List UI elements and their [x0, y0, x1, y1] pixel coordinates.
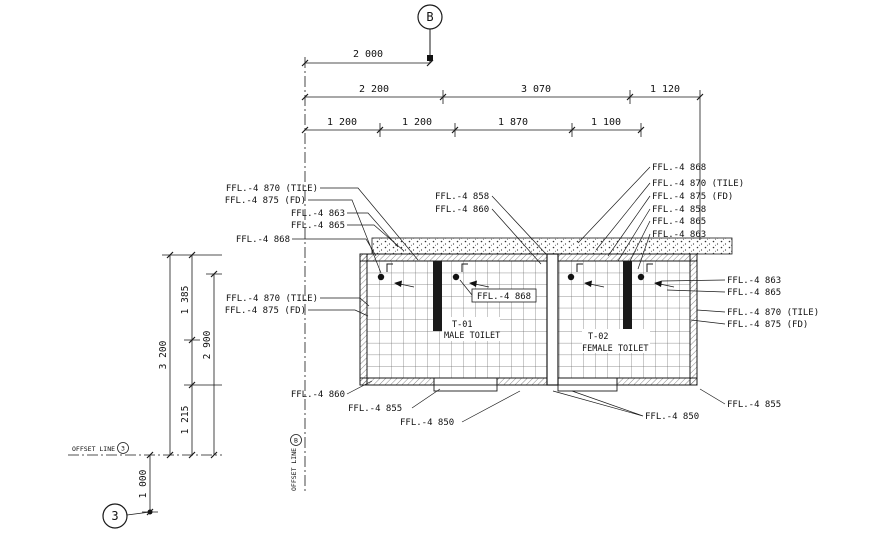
door-threshold-female — [557, 384, 618, 392]
room-name-male: MALE TOILET — [444, 331, 500, 341]
ffl-annotation: FFL.-4 875 (FD) — [225, 196, 306, 206]
grid-bubble-b-label: B — [426, 10, 433, 24]
floor-drain — [637, 273, 645, 281]
ffl-inner-box: FFL.-4 868 — [459, 279, 537, 303]
offset-line-3-tag: OFFSET LINE 3 — [72, 442, 129, 454]
ffl-annotation: FFL.-4 850 — [400, 418, 454, 428]
ffl-annotation: FFL.-4 860 — [435, 205, 489, 215]
dim-label: 2 000 — [353, 49, 383, 60]
dimension-labels: 2 000 2 200 3 070 1 120 1 200 1 200 1 87… — [138, 49, 680, 498]
dimension-lines — [142, 59, 704, 516]
ffl-annotation: FFL.-4 870 (TILE) — [652, 179, 744, 189]
ffl-annotation: FFL.-4 865 — [652, 217, 706, 227]
ffl-annotation: FFL.-4 868 — [652, 163, 706, 173]
dim-label: 1 200 — [327, 117, 357, 128]
dim-label: 1 870 — [498, 117, 528, 128]
ffl-annotation: FFL.-4 860 — [291, 390, 345, 400]
dim-label: 1 385 — [180, 286, 191, 315]
grid-bubble-b: B — [417, 4, 443, 63]
room-code-female: T-02 — [588, 332, 608, 342]
grid-node-marker — [427, 55, 433, 61]
dim-label: 1 100 — [591, 117, 621, 128]
dim-label: 1 120 — [650, 84, 680, 95]
room-name-female: FEMALE TOILET — [582, 344, 649, 354]
room-label-mask — [442, 317, 500, 341]
grid-bubble-3-label: 3 — [111, 509, 118, 523]
ffl-annotation: FFL.-4 863 — [727, 276, 781, 286]
ffl-annotation: FFL.-4 855 — [727, 400, 781, 410]
offset-line-b-ref: B — [294, 437, 298, 445]
dim-label: 1 215 — [180, 406, 191, 435]
concrete-screed-band — [371, 237, 733, 255]
dim-label: 1 200 — [402, 117, 432, 128]
offset-line-3-text: OFFSET LINE — [72, 445, 115, 453]
ffl-annotation: FFL.-4 865 — [727, 288, 781, 298]
wall-top — [359, 253, 698, 262]
ffl-annotation: FFL.-4 870 (TILE) — [226, 294, 318, 304]
wall-bottom-middle — [496, 377, 548, 386]
grid-bubble-b-circle — [417, 4, 443, 30]
offset-line-b-ref-circle — [290, 434, 302, 446]
dim-label: 1 000 — [138, 469, 149, 498]
slope-arrow-head — [469, 280, 477, 287]
ffl-annotation: FFL.-4 855 — [348, 404, 402, 414]
door-threshold-male — [433, 384, 498, 392]
grid-bubble-3: 3 — [102, 503, 153, 529]
ffl-annotation: FFL.-4 858 — [652, 205, 706, 215]
ffl-annotation: FFL.-4 875 (FD) — [652, 192, 733, 202]
slope-arrow-head — [584, 280, 592, 287]
offset-line-3-ref-circle — [117, 442, 129, 454]
wall-center-divider — [546, 253, 559, 386]
room-label-mask — [582, 329, 650, 353]
offset-line-3-ref: 3 — [121, 445, 125, 453]
leader-lines — [292, 166, 726, 423]
ffl-annotation: FFL.-4 850 — [645, 412, 699, 422]
room-code-male: T-01 — [452, 320, 472, 330]
ffl-annotation: FFL.-4 858 — [435, 192, 489, 202]
dim-label: 2 900 — [202, 330, 213, 359]
floor-drain — [377, 273, 385, 281]
toilet-plan — [359, 237, 733, 392]
wall-bottom-left — [359, 377, 435, 386]
grid-bubble-3-circle — [102, 503, 128, 529]
room-labels: T-01 MALE TOILET T-02 FEMALE TOILET — [442, 317, 650, 354]
drain-outlet-symbols — [386, 263, 653, 272]
ffl-annotation: FFL.-4 870 (TILE) — [226, 184, 318, 194]
ffl-annotation: FFL.-4 863 — [291, 209, 345, 219]
ffl-annotation: FFL.-4 863 — [652, 230, 706, 240]
ffl-annotation: FFL.-4 868 — [236, 235, 290, 245]
wall-right — [689, 253, 698, 386]
ffl-annotation: FFL.-4 875 (FD) — [727, 320, 808, 330]
offset-line-b-text: OFFSET LINE — [290, 448, 298, 491]
offset-line-b-tag: OFFSET LINE B — [290, 434, 302, 491]
floor-drain — [567, 273, 575, 281]
ffl-annotation: FFL.-4 875 (FD) — [225, 306, 306, 316]
dim-label: 3 070 — [521, 84, 551, 95]
slope-arrow-head — [394, 280, 402, 287]
wall-bottom-right — [616, 377, 698, 386]
wall-left — [359, 253, 368, 386]
ffl-annotations: FFL.-4 870 (TILE) FFL.-4 875 (FD) FFL.-4… — [225, 163, 819, 428]
slope-arrows — [394, 280, 675, 288]
ffl-annotation: FFL.-4 868 — [477, 292, 531, 302]
partition-male-toilet — [433, 261, 442, 331]
ffl-annotation: FFL.-4 870 (TILE) — [727, 308, 819, 318]
ffl-inner-box-frame — [471, 288, 537, 303]
dim-label: 3 200 — [158, 340, 169, 369]
dim-label: 2 200 — [359, 84, 389, 95]
floor-drain — [452, 273, 460, 281]
ffl-annotation: FFL.-4 865 — [291, 221, 345, 231]
partition-female-toilet — [623, 261, 632, 331]
slope-arrow-head — [654, 280, 662, 287]
